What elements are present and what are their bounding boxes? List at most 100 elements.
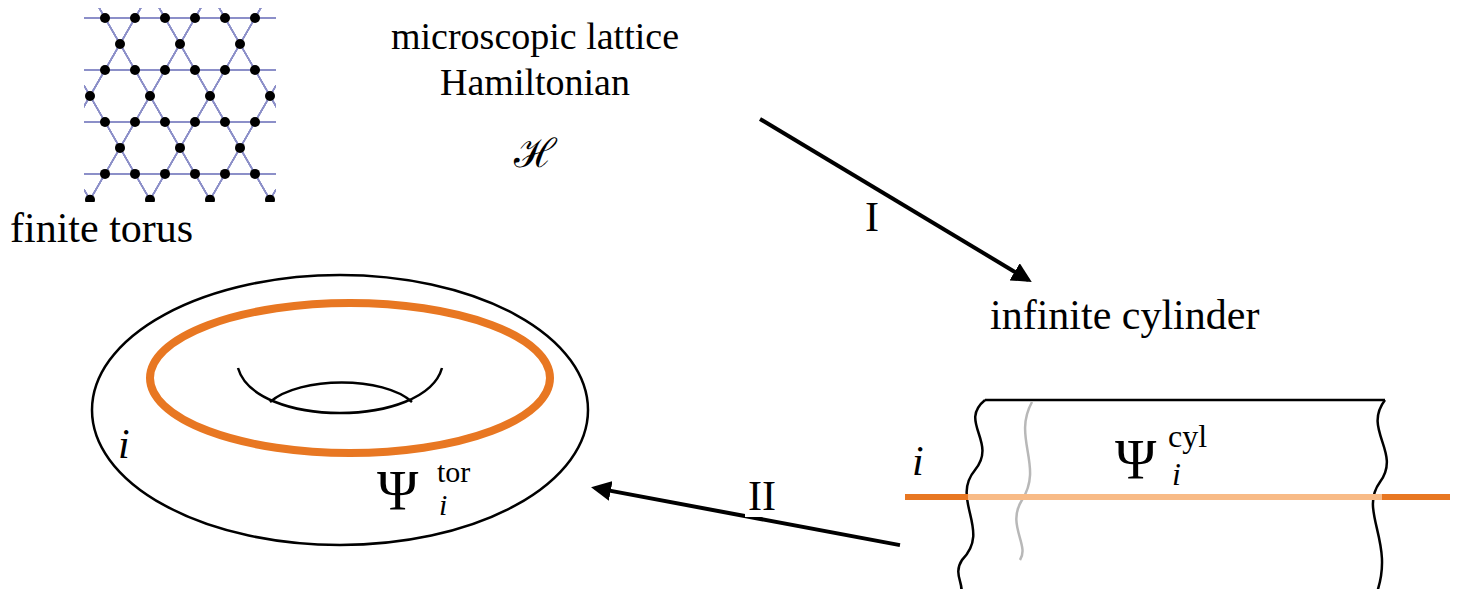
lattice-site — [220, 117, 230, 127]
lattice-site — [85, 91, 95, 101]
lattice-bond — [84, 8, 95, 202]
lattice-site — [115, 39, 125, 49]
lattice-bond — [84, 8, 276, 202]
lattice-bond — [84, 8, 275, 202]
lattice-bond — [175, 8, 276, 202]
lattice-site — [130, 13, 140, 23]
lattice-site — [205, 195, 215, 202]
lattice-site — [130, 65, 140, 75]
lattice-bond — [265, 8, 276, 202]
lattice-bond — [84, 8, 276, 202]
lattice-bond — [84, 8, 276, 202]
lattice-bond — [145, 8, 276, 202]
lattice-bond — [85, 8, 276, 202]
lattice-bond — [85, 8, 276, 202]
cylinder-loop-left — [905, 494, 968, 500]
lattice-bond — [84, 8, 95, 202]
lattice-bond — [84, 8, 215, 202]
lattice-bond — [84, 8, 245, 202]
lattice-site — [205, 91, 215, 101]
lattice-site — [175, 143, 185, 153]
lattice-bond — [84, 8, 275, 202]
lattice-bond — [84, 8, 276, 202]
lattice-site — [220, 169, 230, 179]
lattice-bond — [115, 8, 276, 202]
lattice-site — [250, 13, 260, 23]
lattice-bond — [175, 8, 276, 202]
site-index: i — [912, 440, 924, 482]
lattice-bond — [84, 8, 276, 202]
hamiltonian-symbol: ℋ — [310, 133, 760, 173]
lattice-bond — [84, 8, 95, 202]
lattice-bond — [84, 8, 276, 202]
lattice-bond — [84, 8, 215, 202]
lattice-bond — [84, 8, 275, 202]
lattice-bond — [205, 8, 276, 202]
lattice-site — [220, 65, 230, 75]
lattice-bond — [145, 8, 276, 202]
lattice-site — [160, 13, 170, 23]
wavefunction-symbol: Ψ — [377, 463, 418, 519]
lattice-bond — [84, 8, 125, 202]
lattice-bond — [175, 8, 276, 202]
lattice-bond — [84, 8, 185, 202]
superscript: tor — [437, 457, 470, 487]
lattice-bond — [84, 8, 275, 202]
lattice-bond — [84, 8, 276, 202]
cylinder-node: infinite cylinderiΨcyli — [900, 280, 1458, 589]
arrow-connector — [760, 119, 1028, 280]
lattice-bond — [84, 8, 276, 202]
lattice-bond — [84, 8, 276, 202]
lattice-bond — [84, 8, 276, 202]
lattice-bond — [84, 8, 276, 202]
lattice-bond — [84, 8, 125, 202]
lattice-bond — [84, 8, 215, 202]
lattice-bond — [84, 8, 276, 202]
lattice-bond — [84, 8, 276, 202]
lattice-bond — [84, 17, 276, 18]
lattice-bond — [235, 8, 276, 202]
lattice-site — [250, 117, 260, 127]
lattice-site — [115, 143, 125, 153]
lattice-bond — [84, 8, 245, 202]
lattice-bond — [265, 8, 276, 202]
lattice-bond — [84, 8, 125, 202]
lattice-site — [145, 91, 155, 101]
lattice-bond — [84, 8, 276, 202]
lattice-site — [130, 169, 140, 179]
lattice-bond — [84, 8, 276, 202]
lattice-site — [100, 169, 110, 179]
lattice-bond — [175, 8, 276, 202]
lattice-bond — [84, 8, 276, 202]
lattice-bond — [84, 8, 215, 202]
lattice-site — [130, 117, 140, 127]
lattice-bond — [84, 8, 276, 202]
lattice-bond — [84, 8, 245, 202]
lattice-bond — [84, 8, 125, 202]
lattice-bond — [235, 8, 276, 202]
cylinder-loop-right — [1382, 494, 1450, 500]
superscript: cyl — [1168, 420, 1207, 452]
torus-heading: finite torus — [10, 207, 193, 249]
lattice-bond — [145, 8, 276, 202]
lattice-bond — [84, 8, 276, 202]
lattice-bond — [84, 8, 276, 202]
lattice-bond — [84, 8, 276, 202]
lattice-site — [100, 65, 110, 75]
wavefunction-symbol: Ψ — [1115, 432, 1156, 488]
lattice-bond — [205, 8, 276, 202]
lattice-bond — [265, 8, 276, 202]
lattice-bond — [235, 8, 276, 202]
lattice-bond — [84, 8, 215, 202]
lattice-bond — [84, 8, 276, 202]
lattice-bond — [235, 8, 276, 202]
lattice-bond — [84, 8, 245, 202]
hamiltonian-block: microscopic lattice Hamiltonianℋ — [310, 5, 760, 195]
lattice-bond — [84, 8, 245, 202]
lattice-bond — [84, 8, 275, 202]
lattice-site — [175, 39, 185, 49]
lattice-bond — [85, 8, 276, 202]
subscript: i — [439, 490, 447, 520]
lattice-site — [160, 169, 170, 179]
lattice-site — [160, 65, 170, 75]
